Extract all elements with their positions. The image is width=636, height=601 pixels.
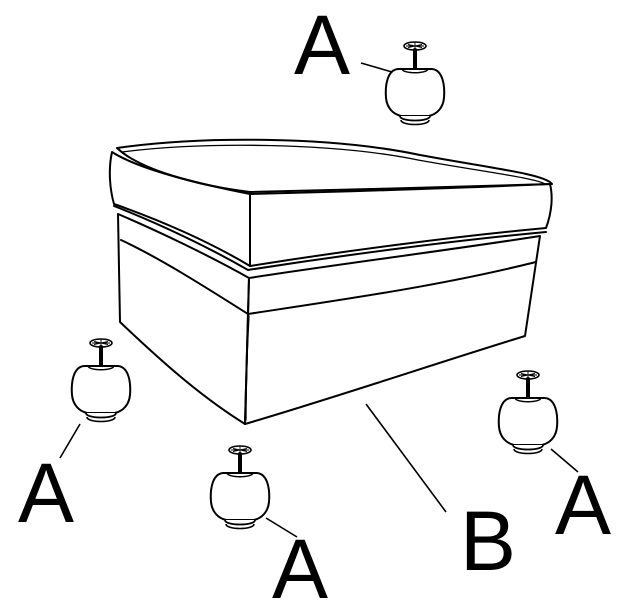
foot-label-right: A	[555, 458, 611, 552]
bun-foot-with-screw-icon	[499, 371, 557, 454]
bun-foot-with-screw-icon	[386, 42, 444, 125]
foot-label-top: A	[294, 0, 350, 92]
foot-label-left: A	[18, 446, 74, 540]
foot-top-leader-line	[361, 63, 392, 72]
bun-foot-with-screw-icon	[211, 446, 269, 529]
bun-foot-with-screw-icon	[72, 339, 130, 422]
ottoman-body-icon	[110, 140, 552, 424]
foot-label-bottom: A	[272, 522, 328, 601]
ottoman-label: B	[460, 494, 516, 588]
ottoman-leader-line	[366, 404, 446, 512]
